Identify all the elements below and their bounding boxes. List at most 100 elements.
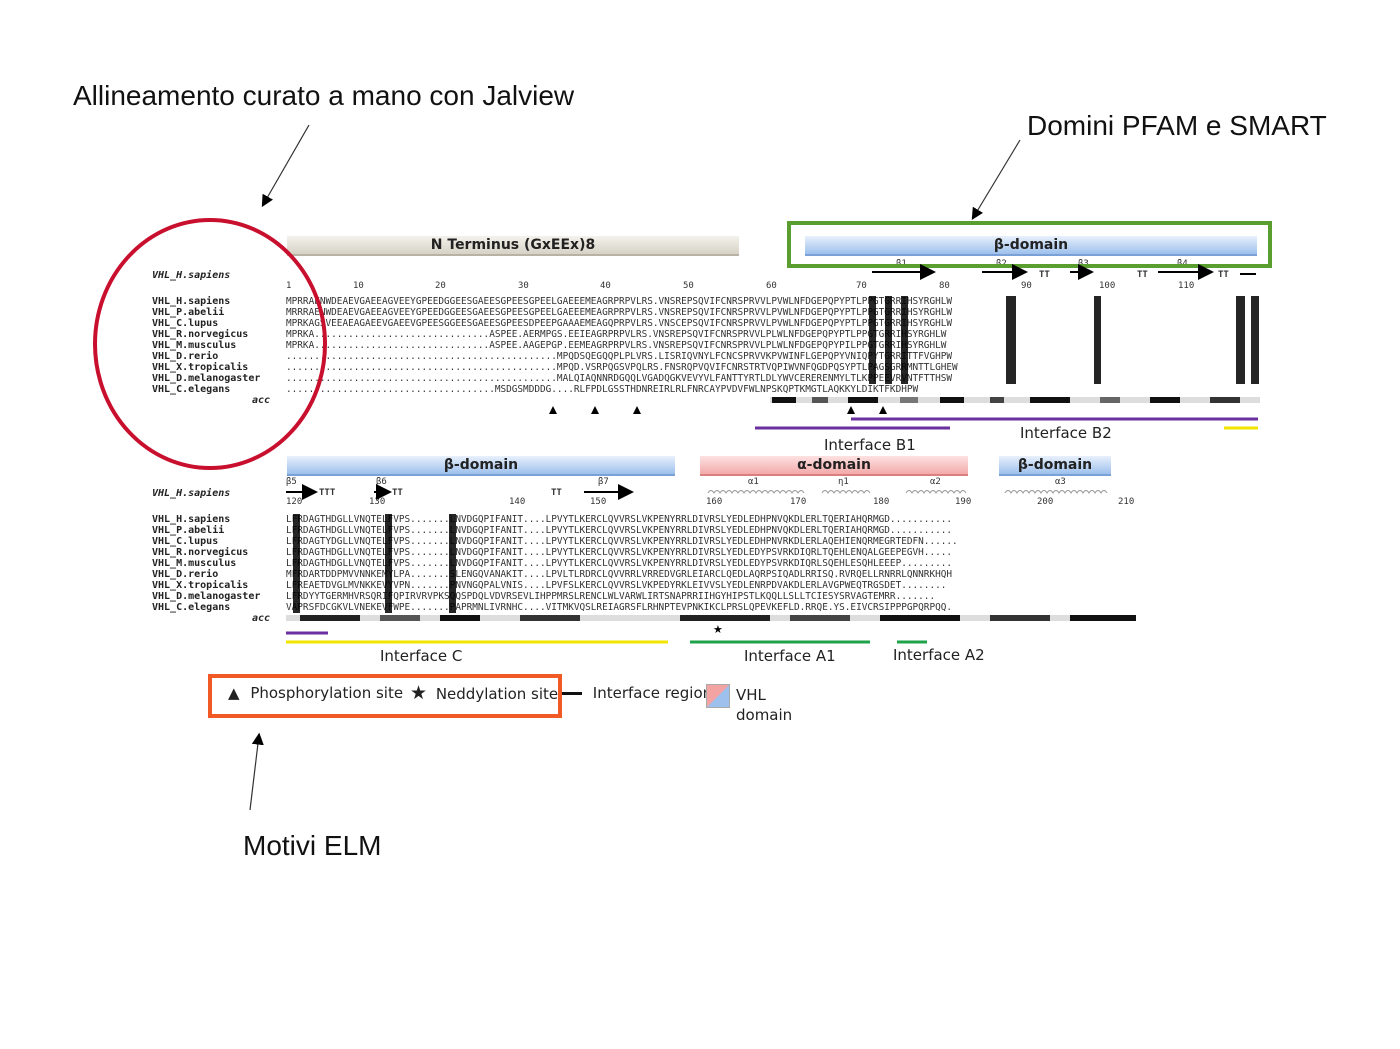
annotation-jalview: Allineamento curato a mano con Jalview [73, 80, 575, 111]
sequence-name: VHL_C.elegans [152, 602, 231, 613]
sequence-row: LFRDAGTHDGLLVNQTELFVPS.......LNVDGQPIFAN… [286, 547, 953, 558]
sequence-row: LFRDYYTGERMHVRSQRIFQPIRVRVPKSQQSPDQLVDVR… [286, 591, 936, 602]
position-tick: 50 [683, 281, 694, 291]
sequence-name: VHL_P.abelii [152, 307, 225, 318]
neddylation-legend: ★ Neddylation site [410, 682, 558, 704]
sequence-name: VHL_C.elegans [152, 384, 231, 395]
vhl-domain-swatch [706, 684, 730, 708]
accessibility-label: acc [252, 395, 271, 406]
red-circle-highlight [93, 218, 327, 470]
sequence-name: VHL_D.rerio [152, 569, 219, 580]
sequence-name: VHL_D.rerio [152, 351, 219, 362]
sequence-name: VHL_R.norvegicus [152, 547, 249, 558]
position-tick: 170 [790, 497, 807, 507]
nterminus-domain-header: N Terminus (GxEEx)8 [287, 236, 739, 256]
sequence-name: VHL_M.musculus [152, 340, 237, 351]
sequence-name: VHL_D.melanogaster [152, 373, 261, 384]
sequence-name: VHL_C.lupus [152, 536, 219, 547]
sequence-row: .....................................MSD… [286, 384, 919, 395]
phosphorylation-label: Phosphorylation site [250, 684, 404, 702]
position-tick: 200 [1037, 497, 1054, 507]
accessibility-label: acc [252, 613, 271, 624]
position-tick: 40 [600, 281, 611, 291]
sequence-row: MRRRAENWDEAEVGAEEAGVEEYGPEEDGGEESGAEESGP… [286, 307, 953, 318]
sequence-name: VHL_C.lupus [152, 318, 219, 329]
conserved-columns-block2 [293, 514, 456, 613]
position-tick: 20 [435, 281, 446, 291]
alpha-domain-header: α-domain [700, 456, 968, 476]
beta-domain-header-1: β-domain [805, 236, 1257, 256]
reference-label: VHL_H.sapiens [152, 488, 231, 499]
sequence-row: LFRDAGTHDGLLVNQTELFVPS.......LNVDGQPIFAN… [286, 558, 953, 569]
phosphorylation-markers [549, 406, 887, 414]
position-tick: 1 [286, 281, 292, 291]
position-tick: 210 [1118, 497, 1135, 507]
alpha-helix-coil [707, 490, 1108, 494]
vhl-domain-label-1: VHL [736, 686, 766, 704]
ss-label: β5 [286, 477, 297, 487]
sequence-name: VHL_H.sapiens [152, 296, 231, 307]
ss-label: β6 [376, 477, 387, 487]
position-tick: 190 [955, 497, 972, 507]
ss-label: TT [1137, 270, 1148, 280]
position-tick: 130 [369, 497, 386, 507]
position-tick: 90 [1021, 281, 1032, 291]
sequence-name: VHL_P.abelii [152, 525, 225, 536]
interface-c-label: Interface C [380, 647, 463, 665]
ss-label: TTT [319, 488, 336, 498]
position-tick: 100 [1099, 281, 1116, 291]
green-box-highlight [787, 221, 1272, 268]
sequence-row: ........................................… [286, 373, 953, 384]
ss-label: TT [392, 488, 403, 498]
sequence-name: VHL_X.tropicalis [152, 362, 249, 373]
sequence-name: VHL_R.norvegicus [152, 329, 249, 340]
sequence-row: MPRKAGSVEEAEAGAEEVGAEEVGPEESGGEESGAEESGP… [286, 318, 953, 329]
ss-label: α1 [748, 477, 759, 487]
position-tick: 150 [590, 497, 607, 507]
position-tick: 70 [856, 281, 867, 291]
ss-label: β7 [598, 477, 609, 487]
arrow-jalview [261, 124, 310, 208]
sequence-row: ........................................… [286, 351, 953, 362]
interface-b2-label: Interface B2 [1020, 424, 1112, 442]
position-tick: 10 [353, 281, 364, 291]
sequence-name: VHL_M.musculus [152, 558, 237, 569]
position-tick: 80 [939, 281, 950, 291]
position-tick: 60 [766, 281, 777, 291]
sequence-row: MPRRAENWDEAEVGAEEAGVEEYGPEEDGGEESGAEESGP… [286, 296, 953, 307]
ss-label: TT [551, 488, 562, 498]
annotation-pfam-smart: Domini PFAM e SMART [1027, 110, 1327, 141]
ss-label: TT [1218, 270, 1229, 280]
interface-b1-label: Interface B1 [824, 436, 916, 454]
star-icon: ★ [410, 682, 428, 704]
sequence-row: LFRDAGTHDGLLVNQTELFVPS.......LNVDGQPIFAN… [286, 525, 953, 536]
accessibility-bar-block1 [770, 397, 1260, 403]
sequence-row: LFREAETDVGLMVNKKEVYVPN.......PNVNGQPALVN… [286, 580, 947, 591]
interface-region-label: Interface region [592, 684, 713, 702]
position-tick: 30 [518, 281, 529, 291]
sequence-row: MPRKA...............................ASPE… [286, 340, 947, 351]
position-tick: 110 [1178, 281, 1195, 291]
beta-domain-header-2: β-domain [287, 456, 675, 476]
sequence-row: MFRDARTDDPMVVNNKEMYLPA.......SLENGQVANAK… [286, 569, 953, 580]
beta-domain-header-3: β-domain [999, 456, 1111, 476]
interface-region-legend: Interface region [562, 684, 712, 702]
vhl-domain-label-2: domain [736, 706, 793, 724]
ss-label: α2 [930, 477, 941, 487]
reference-label: VHL_H.sapiens [152, 270, 231, 281]
annotation-elm: Motivi ELM [243, 830, 382, 861]
position-tick: 140 [509, 497, 526, 507]
position-tick: 180 [873, 497, 890, 507]
sequence-name: VHL_D.melanogaster [152, 591, 261, 602]
position-tick: 120 [286, 497, 303, 507]
arrow-elm [249, 732, 264, 811]
ss-label: TT [1039, 270, 1050, 280]
accessibility-bar-block2 [286, 615, 1136, 621]
phosphorylation-legend: ▲ Phosphorylation site [228, 684, 403, 702]
sequence-row: ........................................… [286, 362, 958, 373]
neddylation-label: Neddylation site [435, 685, 559, 703]
sequence-row: LFRDAGTYDGLLVNQTELFVPS.......LNVDGQPIFAN… [286, 536, 958, 547]
sequence-name: VHL_H.sapiens [152, 514, 231, 525]
arrow-pfam [971, 139, 1021, 221]
